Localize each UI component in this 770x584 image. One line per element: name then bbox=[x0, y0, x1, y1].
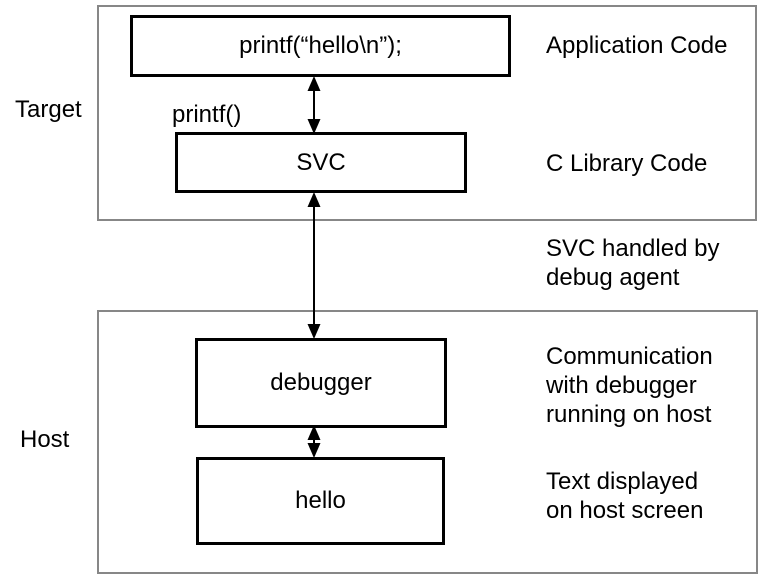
hello-box: hello bbox=[196, 457, 445, 545]
annotation-svc-handled-by-debug-agent: SVC handled by debug agent bbox=[546, 235, 720, 291]
host-section-label: Host bbox=[20, 426, 70, 453]
hello-text: hello bbox=[295, 487, 346, 514]
application-code-box: printf(“hello\n”); bbox=[130, 15, 511, 77]
annotation-communication-with-debugger: Communication with debugger running on h… bbox=[546, 343, 713, 428]
double-arrow-app-to-svc-icon bbox=[307, 76, 321, 134]
double-arrow-debugger-to-hello-icon bbox=[307, 425, 321, 458]
printf-function-label: printf() bbox=[172, 101, 242, 128]
debugger-text: debugger bbox=[270, 369, 372, 396]
application-code-text: printf(“hello\n”); bbox=[239, 32, 402, 59]
svc-box: SVC bbox=[175, 132, 467, 193]
target-section-label: Target bbox=[15, 96, 82, 123]
annotation-c-library-code: C Library Code bbox=[546, 150, 708, 177]
debugger-box: debugger bbox=[195, 338, 447, 428]
double-arrow-svc-to-debugger-icon bbox=[307, 192, 321, 339]
annotation-application-code: Application Code bbox=[546, 32, 728, 59]
svc-text: SVC bbox=[296, 148, 346, 176]
annotation-text-displayed-on-host: Text displayed on host screen bbox=[546, 468, 704, 524]
